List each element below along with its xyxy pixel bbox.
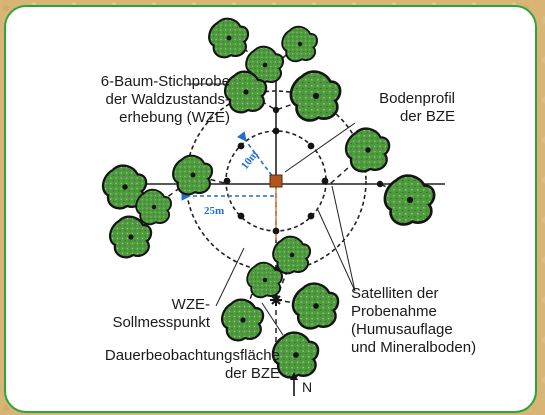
label-soil-profile: Bodenprofil der BZE bbox=[379, 90, 455, 125]
tree-crown-icon bbox=[272, 235, 312, 275]
tree-crown-icon bbox=[289, 70, 342, 122]
satellite-points bbox=[223, 127, 329, 235]
leader-lines bbox=[187, 83, 356, 336]
wze-sample-point-star bbox=[270, 294, 282, 306]
tree-crown-icon bbox=[344, 127, 391, 173]
tree-crown-icon bbox=[135, 188, 173, 226]
tree-crown-icon bbox=[383, 174, 436, 226]
label-permanent-plot: Dauerbeobachtungsfläche der BZE bbox=[104, 347, 280, 382]
soil-profile-marker bbox=[269, 174, 283, 188]
north-arrow-icon bbox=[290, 372, 298, 396]
tree-crown-icon bbox=[172, 154, 214, 196]
tree-crown-icon bbox=[220, 298, 265, 342]
tree-crown-icon bbox=[208, 17, 250, 59]
north-label: N bbox=[302, 379, 312, 395]
label-tree-sample: 6-Baum-Stichprobe der Waldzustands- erhe… bbox=[100, 73, 230, 126]
radius-label-25m: 25m bbox=[204, 205, 224, 217]
tree-crown-icon bbox=[291, 282, 340, 330]
tree-crown-icon bbox=[281, 25, 319, 63]
radius-markers bbox=[181, 131, 277, 201]
radius-label-10m: 10m bbox=[239, 149, 261, 172]
label-wze-point: WZE- Sollmesspunkt bbox=[112, 296, 210, 331]
label-satellites: Satelliten der Probenahme (Humusauflage … bbox=[351, 285, 477, 356]
